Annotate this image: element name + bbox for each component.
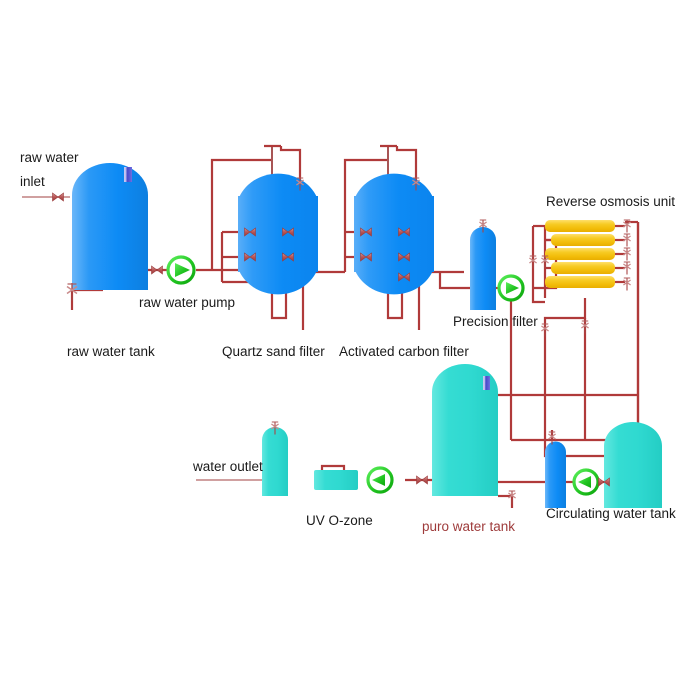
- valve-ro-stage-4[interactable]: [622, 260, 632, 276]
- circulating-water-tank[interactable]: [604, 422, 662, 508]
- activated-carbon-filter[interactable]: [354, 173, 434, 295]
- water-outlet-vessel[interactable]: [262, 427, 288, 496]
- valve-puro-tank-drain[interactable]: [507, 489, 517, 505]
- raw-water-pump[interactable]: [166, 255, 196, 285]
- precision-filter-pump[interactable]: [497, 274, 525, 302]
- label-raw-water-pump: raw water pump: [139, 295, 235, 310]
- label-precision-filter: Precision filter: [453, 314, 538, 329]
- label-raw-water-inlet-line1: raw water: [20, 150, 79, 165]
- valve-raw-inlet[interactable]: [52, 192, 64, 202]
- level-indicator-icon: [124, 167, 132, 182]
- valve-ro-stage-5[interactable]: [622, 276, 632, 292]
- pipe-f2-bottom-drain-loop: [386, 282, 404, 320]
- label-circulating-water-tank: Circulating water tank: [546, 506, 676, 521]
- ro-membrane-1: [545, 220, 615, 232]
- valve-puro-tank-inlet[interactable]: [416, 475, 428, 485]
- valve-ro-stage-2[interactable]: [622, 232, 632, 248]
- ro-membrane-3: [545, 248, 615, 260]
- raw-water-tank[interactable]: [72, 163, 148, 290]
- circulating-pump[interactable]: [572, 468, 600, 496]
- label-quartz-sand-filter: Quartz sand filter: [222, 344, 325, 359]
- valve-ro-permeate[interactable]: [540, 322, 550, 338]
- uv-ozone-pump[interactable]: [366, 466, 394, 494]
- reverse-osmosis-unit[interactable]: [545, 220, 615, 288]
- label-raw-water-inlet-line2: inlet: [20, 174, 45, 189]
- ro-membrane-4: [551, 262, 615, 274]
- label-raw-water-tank: raw water tank: [67, 344, 155, 359]
- pipe-f1-bottom-drain-loop: [270, 282, 288, 320]
- pipe-to-precision-filter: [438, 272, 470, 290]
- valve-ro-concentrate[interactable]: [580, 319, 590, 335]
- uv-ozone-unit[interactable]: [314, 470, 358, 490]
- circulating-small-vessel[interactable]: [545, 441, 566, 509]
- pipe-ro-permeate-down: [543, 298, 587, 440]
- valve-ro-feed-a[interactable]: [528, 254, 538, 270]
- pipe-pump-to-filter1-top: [210, 158, 272, 270]
- precision-filter[interactable]: [470, 227, 496, 310]
- label-uv-ozone: UV O-zone: [306, 513, 373, 528]
- valve-raw-tank-outlet[interactable]: [151, 265, 163, 275]
- label-activated-carbon-filter: Activated carbon filter: [339, 344, 469, 359]
- quartz-sand-filter[interactable]: [238, 173, 318, 295]
- pipe-f2-top-feed: [343, 158, 388, 272]
- ro-membrane-5: [545, 276, 615, 288]
- ro-membrane-2: [551, 234, 615, 246]
- label-reverse-osmosis-unit: Reverse osmosis unit: [546, 194, 675, 209]
- puro-water-tank[interactable]: [432, 364, 498, 496]
- label-puro-water-tank: puro water tank: [422, 519, 515, 534]
- pipe-ro-bypass-left: [531, 226, 545, 304]
- level-indicator-icon: [483, 376, 490, 390]
- valve-ro-stage-3[interactable]: [622, 246, 632, 262]
- label-water-outlet: water outlet: [192, 459, 263, 474]
